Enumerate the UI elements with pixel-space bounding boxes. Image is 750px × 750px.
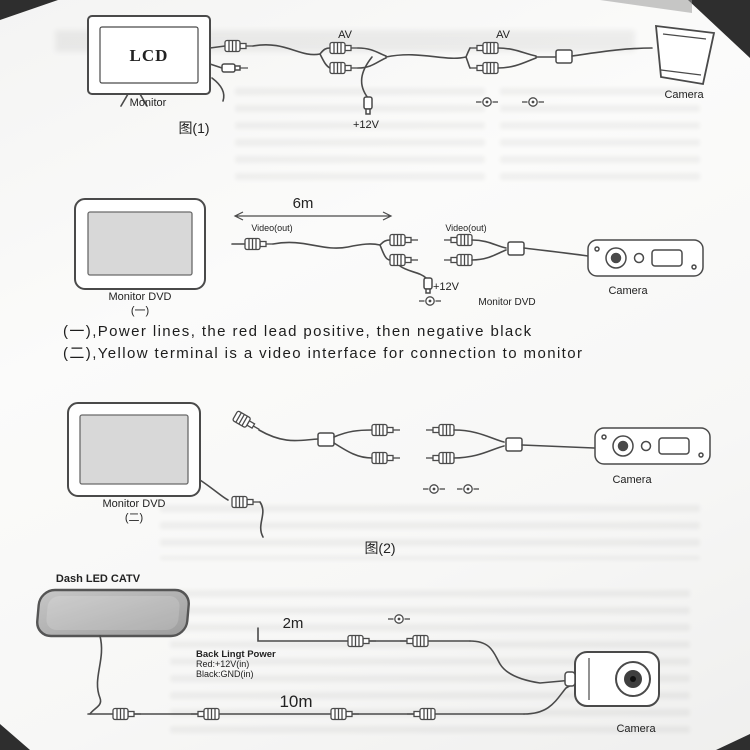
rca-plug-icon (469, 41, 499, 55)
rca-plug-icon (425, 423, 455, 437)
rca-plug-icon (389, 253, 419, 267)
rca-plug-icon (231, 410, 263, 435)
bleed-through-text (160, 505, 700, 560)
rca-plug-icon (469, 61, 499, 75)
rca-plug-icon (329, 41, 359, 55)
fig3-cables (87, 614, 574, 721)
rca-plug-icon (112, 707, 142, 721)
cable-junction (555, 49, 573, 64)
rca-plug-icon (190, 707, 220, 721)
fig1-cables (209, 39, 653, 115)
fig6m-cables (231, 233, 589, 306)
figure-1-caption: 图(1) (178, 120, 209, 136)
av-label-left: AV (338, 29, 353, 41)
rca-plug-icon (443, 233, 473, 247)
av-label-right: AV (496, 29, 511, 41)
rca-plug-icon (371, 423, 401, 437)
rca-plug-icon (406, 707, 436, 721)
rca-plug-icon (330, 707, 360, 721)
cable-length-2m: 2m (283, 615, 304, 632)
monitor-dvd-tag: Monitor DVD (478, 297, 535, 308)
power-plug-symbol (475, 97, 499, 107)
fig2-cables (199, 410, 595, 538)
monitor-label: Monitor (130, 97, 167, 109)
plate-camera (587, 239, 704, 277)
dash-mirror (36, 588, 190, 638)
camera-label: Camera (608, 285, 648, 297)
cable-length-6m: 6m (293, 195, 314, 212)
plate-camera (594, 427, 711, 465)
dash-mirror-label: Dash LED CATV (56, 573, 141, 585)
power-plug-symbol (422, 484, 446, 494)
power-plug-symbol (456, 484, 480, 494)
rca-plug-icon (347, 634, 377, 648)
box-camera (564, 651, 660, 707)
power-12v-label: +12V (433, 281, 460, 293)
dvd-monitor-1 (74, 198, 206, 290)
back-light-power-red: Red:+12V(in) (196, 659, 249, 669)
fig1-camera (654, 24, 716, 86)
rca-plug-icon (399, 634, 429, 648)
camera-label: Camera (616, 723, 656, 735)
power-12v-label: +12V (353, 119, 380, 131)
video-out-label: Video(out) (251, 223, 292, 233)
figure-6m: Monitor DVD (一) 6m Video(out) Video(out) (74, 195, 704, 317)
monitor-dvd-sub: (一) (131, 305, 149, 317)
camera-label: Camera (612, 474, 652, 486)
length-arrow-6m (233, 211, 393, 221)
back-light-power-title: Back Lingt Power (196, 649, 276, 660)
figure-1: LCD Monitor 图(1) (87, 15, 716, 136)
figure-2: Monitor DVD (二) Camera (67, 402, 711, 556)
power-plug-symbol (387, 614, 411, 624)
monitor-dvd-label: Monitor DVD (109, 291, 172, 303)
rca-plug-icon (371, 451, 401, 465)
rca-plug-icon (329, 61, 359, 75)
monitor-dvd-sub: (二) (125, 512, 143, 524)
monitor-dvd-label: Monitor DVD (103, 498, 166, 510)
cable-junction (317, 432, 335, 447)
rca-plug-icon (443, 253, 473, 267)
note-line-1: (一),Power lines, the red lead positive, … (63, 323, 532, 340)
cable-length-10m: 10m (279, 692, 312, 711)
rca-plug-icon (231, 495, 261, 509)
rca-plug-icon (389, 233, 419, 247)
rca-plug-icon (425, 451, 455, 465)
video-out-label: Video(out) (445, 223, 486, 233)
camera-label: Camera (664, 89, 704, 101)
figure-mirror: Dash LED CATV 2m Back Lingt Power (36, 573, 660, 735)
cable-junction (505, 437, 523, 452)
power-plug-symbol (521, 97, 545, 107)
power-plug-symbol (418, 296, 442, 306)
cable-junction (507, 241, 525, 256)
note-line-2: (二),Yellow terminal is a video interface… (63, 345, 583, 362)
rca-plug-icon (244, 237, 274, 251)
rca-plug-icon (224, 39, 254, 53)
back-light-power-black: Black:GND(in) (196, 669, 254, 679)
lcd-screen-label: LCD (130, 46, 169, 65)
bleed-through-text (235, 88, 485, 188)
dvd-monitor-2 (67, 402, 201, 497)
figure-2-caption: 图(2) (364, 540, 395, 556)
lcd-monitor: LCD (87, 15, 211, 107)
